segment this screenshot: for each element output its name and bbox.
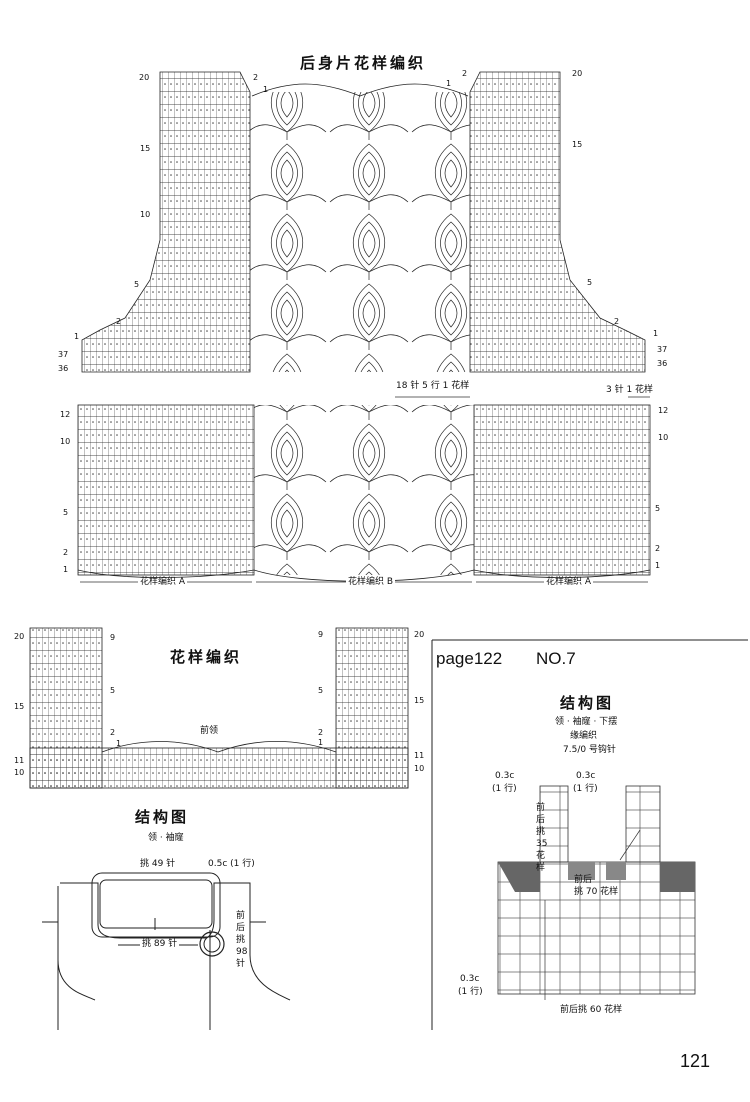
vertical-note-char: 后 (536, 815, 546, 825)
row-marker: 9 (110, 633, 116, 642)
row-marker: 12 (60, 410, 71, 419)
row-marker: 1 (655, 561, 661, 570)
vertical-note-char: 挑 (536, 827, 546, 837)
left-03-label: 0.3c (495, 771, 515, 781)
row-marker: 11 (414, 751, 425, 760)
structure-left-drawing (42, 872, 291, 1030)
back-lower-right-grid (473, 404, 651, 576)
vertical-note-char: 样 (536, 863, 546, 873)
row-marker: 10 (60, 437, 71, 446)
structure-left-subtitle: 领 · 袖窿 (148, 833, 184, 843)
border-05-label: 0.5c (1 行) (208, 859, 255, 869)
back-chart-title: 后身片花样编织 (300, 54, 427, 72)
structure-right-sub3: 7.5/0 号钩针 (563, 745, 616, 755)
pick-70-a: 前后 (574, 875, 593, 885)
page-number: 121 (680, 1051, 711, 1071)
row-marker: 2 (63, 548, 69, 557)
row-marker: 2 (614, 317, 620, 326)
row-marker: 20 (414, 630, 425, 639)
structure-right-grid (497, 785, 696, 1000)
row-marker: 5 (63, 508, 69, 517)
bottom-03-rows: (1 行) (458, 987, 483, 997)
row-marker: 9 (318, 630, 324, 639)
front-back-98-char: 98 (236, 947, 248, 957)
row-marker: 2 (318, 728, 324, 737)
row-marker: 10 (14, 768, 25, 777)
row-marker: 5 (318, 686, 324, 695)
row-marker: 15 (14, 702, 25, 711)
row-marker: 1 (318, 738, 324, 747)
row-marker: 5 (587, 278, 593, 287)
front-back-98-char: 挑 (236, 935, 246, 945)
pick-49-label: 挑 49 针 (140, 859, 176, 869)
row-marker: 5 (134, 280, 140, 289)
row-marker: 1 (63, 565, 69, 574)
row-marker: 36 (58, 364, 69, 373)
pattern-repeat-note: 3 针 1 花样 (606, 385, 654, 395)
structure-right-title: 结构图 (560, 694, 615, 712)
row-marker: 5 (655, 504, 661, 513)
pick-70-b: 挑 70 花样 (574, 887, 619, 897)
row-marker: 10 (658, 433, 669, 442)
row-marker: 15 (414, 696, 425, 705)
front-back-98-char: 前 (236, 911, 246, 921)
row-marker: 37 (657, 345, 668, 354)
row-marker: 2 (655, 544, 661, 553)
row-marker: 2 (462, 69, 468, 78)
pick-60-label: 前后挑 60 花样 (560, 1005, 623, 1015)
front-back-98-char: 针 (236, 959, 246, 969)
structure-right-sub2: 缘编织 (570, 731, 598, 741)
row-marker: 10 (140, 210, 151, 219)
front-neck-label: 前领 (200, 726, 219, 736)
pattern-a-label: 花样编织 A (544, 577, 594, 587)
row-marker: 1 (263, 85, 269, 94)
front-chart-title: 花样编织 (170, 648, 243, 666)
row-marker: 12 (658, 406, 669, 415)
row-marker: 2 (253, 73, 259, 82)
row-marker: 10 (414, 764, 425, 773)
vertical-note-char: 花 (536, 851, 546, 861)
front-neck-band-grid (29, 741, 409, 789)
row-marker: 5 (110, 686, 116, 695)
right-03-rows: (1 行) (573, 784, 598, 794)
vertical-note-char: 35 (536, 839, 548, 849)
row-marker: 15 (140, 144, 151, 153)
row-marker: 20 (572, 69, 583, 78)
row-marker: 2 (110, 728, 116, 737)
row-marker: 2 (116, 317, 122, 326)
right-03-label: 0.3c (576, 771, 596, 781)
row-marker: 36 (657, 359, 668, 368)
row-marker: 1 (74, 332, 80, 341)
row-marker: 1 (446, 79, 452, 88)
left-03-rows: (1 行) (492, 784, 517, 794)
structure-right-sub1: 领 · 袖窿 · 下摆 (555, 717, 618, 727)
vertical-note-char: 前 (536, 803, 546, 813)
row-marker: 20 (139, 73, 150, 82)
row-marker: 37 (58, 350, 69, 359)
front-back-98-char: 后 (236, 923, 246, 933)
page-reference: page122 (436, 649, 503, 668)
pick-89-label: 挑 89 针 (140, 939, 180, 949)
back-upper-pineapple-pattern (250, 83, 470, 372)
row-marker: 1 (116, 739, 122, 748)
back-upper-left-grid (81, 71, 251, 373)
back-upper-right-grid (469, 71, 646, 373)
back-lower-pineapple-pattern (254, 405, 474, 575)
row-marker: 15 (572, 140, 583, 149)
row-marker: 1 (653, 329, 659, 338)
pattern-repeat-note: 18 针 5 行 1 花样 (396, 381, 470, 391)
pattern-a-label: 花样编织 A (138, 577, 188, 587)
structure-left-title: 结构图 (135, 808, 190, 826)
pattern-b-label: 花样编织 B (346, 577, 396, 587)
row-marker: 20 (14, 632, 25, 641)
pattern-number: NO.7 (536, 649, 576, 668)
row-marker: 11 (14, 756, 25, 765)
bottom-03-label: 0.3c (460, 974, 480, 984)
back-lower-left-grid (77, 404, 255, 576)
